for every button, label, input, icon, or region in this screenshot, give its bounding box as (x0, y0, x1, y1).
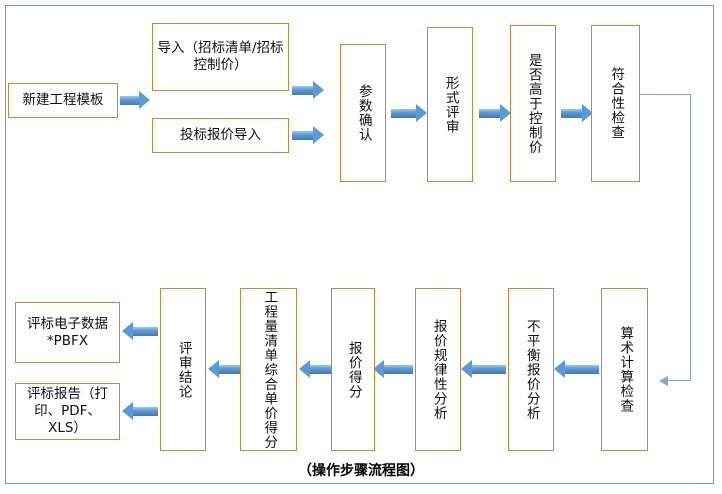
connector-arrowhead-icon (659, 376, 668, 386)
electronic-data-line-2: *PBFX (46, 332, 89, 349)
node-arithmetic-check[interactable]: 算术计算检查 (601, 288, 648, 451)
node-unbalanced-quote-analysis[interactable]: 不平衡报价分析 (508, 288, 554, 451)
node-boq-unit-price-score[interactable]: 工程量清单综合单价得分 (240, 288, 297, 451)
node-formal-review[interactable]: 形式评审 (427, 27, 473, 182)
node-new-project-template[interactable]: 新建工程模板 (8, 83, 118, 118)
node-above-control-price[interactable]: 是否高于控制价 (510, 25, 556, 182)
electronic-data-line-1: 评标电子数据 (27, 315, 108, 332)
node-electronic-data-output[interactable]: 评标电子数据 *PBFX (15, 302, 120, 363)
report-line-2: 印、PDF、XLS） (34, 403, 101, 436)
node-review-conclusion[interactable]: 评审结论 (160, 288, 206, 451)
connector-segment-bottom (668, 380, 691, 381)
node-compliance-check[interactable]: 符合性检查 (591, 25, 640, 182)
node-import-bid-quote[interactable]: 投标报价导入 (152, 118, 289, 153)
node-quote-pattern-analysis[interactable]: 报价规律性分析 (415, 288, 461, 451)
connector-segment-right (690, 94, 691, 381)
node-report-output[interactable]: 评标报告（打 印、PDF、XLS） (15, 383, 120, 440)
report-line-1: 评标报告（打 (27, 386, 108, 403)
node-import-tender-list[interactable]: 导入（招标清单/招标控制价） (152, 23, 289, 91)
node-parameter-confirm[interactable]: 参数确认 (340, 44, 386, 182)
node-quote-score[interactable]: 报价得分 (331, 288, 375, 451)
connector-segment-top (640, 94, 691, 95)
diagram-caption: （操作步骤流程图） (298, 463, 424, 479)
